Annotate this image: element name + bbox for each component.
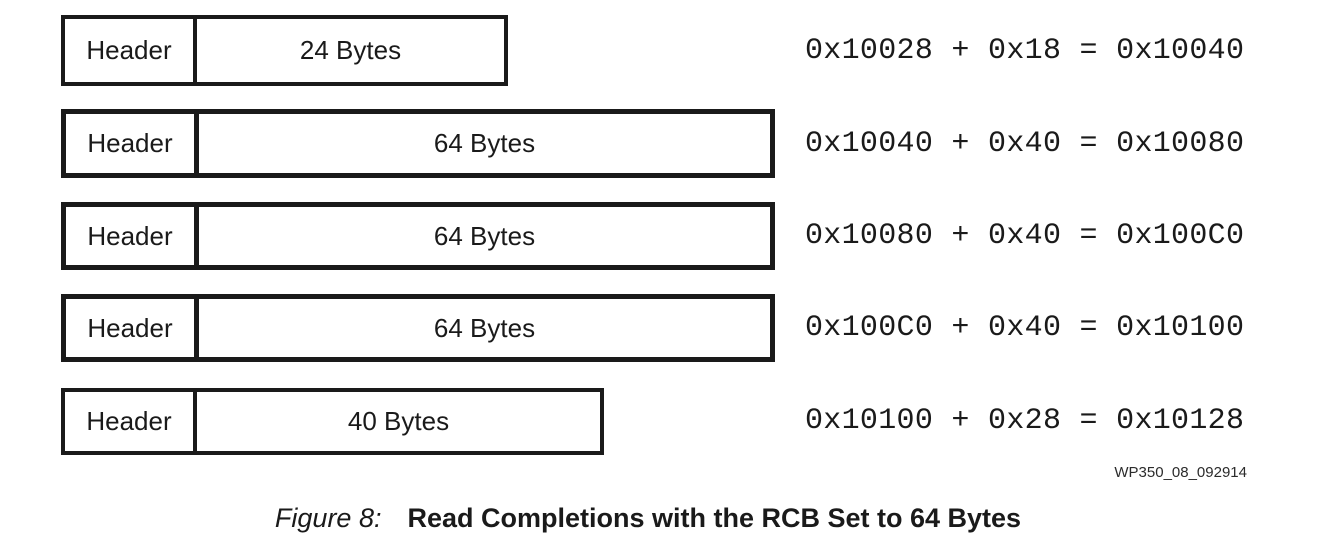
completion-row-1: Header 24 Bytes [61, 15, 508, 86]
header-label: Header [87, 220, 173, 251]
header-cell: Header [65, 19, 197, 82]
completion-row-2: Header 64 Bytes [61, 109, 775, 178]
payload-size-label: 40 Bytes [347, 406, 450, 436]
header-cell: Header [65, 392, 197, 451]
completion-row-3: Header 64 Bytes [61, 202, 775, 270]
payload-cell: 64 Bytes [199, 114, 770, 173]
address-equation-2: 0x10040 + 0x40 = 0x10080 [805, 127, 1245, 161]
address-equation-1: 0x10028 + 0x18 = 0x10040 [805, 34, 1245, 68]
header-cell: Header [66, 114, 199, 173]
figure-caption-label: Figure 8: [274, 503, 382, 533]
header-label: Header [87, 312, 173, 343]
payload-cell: 40 Bytes [197, 392, 600, 451]
payload-size-label: 64 Bytes [433, 312, 536, 343]
payload-size-label: 64 Bytes [433, 128, 536, 158]
payload-size-label: 64 Bytes [433, 220, 536, 251]
payload-size-label: 24 Bytes [299, 35, 402, 65]
payload-cell: 64 Bytes [199, 207, 770, 265]
completion-row-5: Header 40 Bytes [61, 388, 604, 455]
header-cell: Header [66, 207, 199, 265]
address-equation-5: 0x10100 + 0x28 = 0x10128 [805, 404, 1245, 438]
address-equation-3: 0x10080 + 0x40 = 0x100C0 [805, 219, 1245, 253]
header-label: Header [86, 35, 172, 65]
payload-cell: 64 Bytes [199, 299, 770, 357]
header-cell: Header [66, 299, 199, 357]
figure-watermark: WP350_08_092914 [1114, 464, 1247, 481]
payload-cell: 24 Bytes [197, 19, 504, 82]
figure-caption: Figure 8: Read Completions with the RCB S… [0, 503, 1296, 534]
figure-caption-title: Read Completions with the RCB Set to 64 … [407, 503, 1022, 533]
header-label: Header [86, 406, 172, 436]
address-equation-4: 0x100C0 + 0x40 = 0x10100 [805, 311, 1245, 345]
completion-row-4: Header 64 Bytes [61, 294, 775, 362]
header-label: Header [87, 128, 173, 158]
